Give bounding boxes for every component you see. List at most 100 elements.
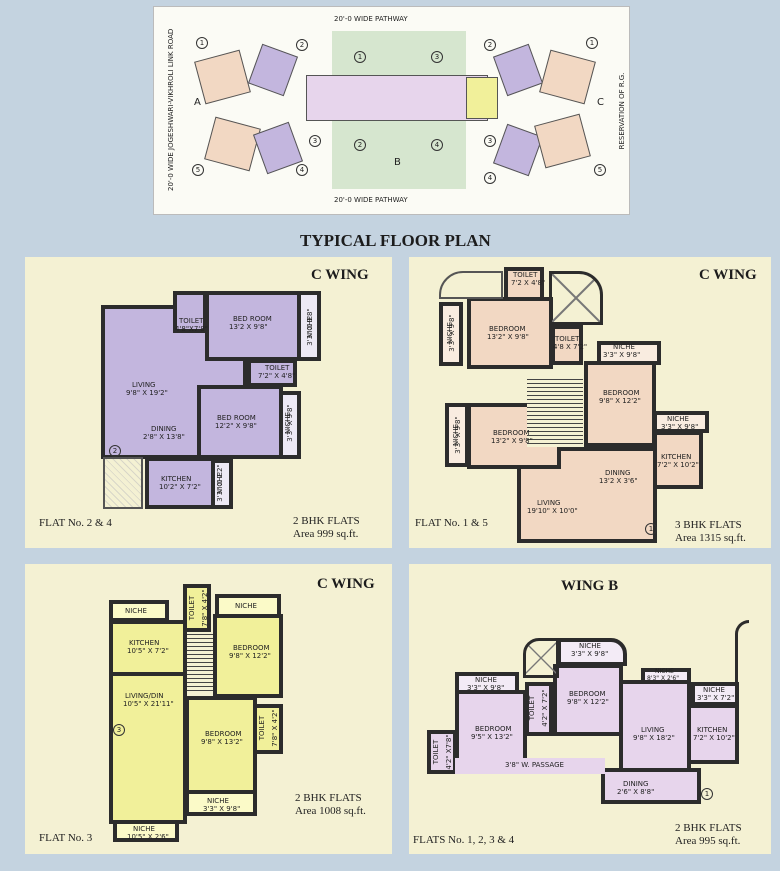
- toilet-room: [253, 704, 283, 754]
- room-name: TOILET: [555, 335, 580, 343]
- flat-number-marker: 3: [309, 135, 321, 147]
- room-size: 3'3" X 9'8": [286, 404, 294, 442]
- toilet-room: [551, 325, 583, 365]
- wing-title: C WING: [317, 576, 375, 592]
- room-size: 10'5" X 7'2": [127, 647, 169, 655]
- room-size: 3'3" X 7'2": [216, 464, 224, 502]
- niche: [113, 820, 179, 842]
- flat-number-marker: 3: [484, 135, 496, 147]
- room-size: 3'3" X 9'8": [467, 684, 505, 692]
- flat-number-marker: 4: [484, 172, 496, 184]
- room-size: 7'2" X 4'8": [258, 372, 296, 380]
- flat-area: Area 999 sq.ft.: [293, 528, 359, 540]
- room-size: 3'3" X 9'8": [448, 314, 456, 352]
- room-name: DINING: [151, 425, 177, 433]
- room-size: 10'5" X 21'11": [123, 700, 174, 708]
- staircase: [187, 632, 213, 694]
- room-size: 12'2" X 9'8": [215, 422, 257, 430]
- room-name: BEDROOM: [205, 730, 242, 738]
- room-size: 9'8" X 18'2": [633, 734, 675, 742]
- flat-number-marker: 1: [196, 37, 208, 49]
- passage: [455, 758, 605, 774]
- wing-title: C WING: [311, 267, 369, 283]
- room-size: 7'2" X 10'2": [693, 734, 735, 742]
- plan-panel-c-wing-2-4: C WING TOILET 4'8"X7'8" BED ROOM 13'2 X …: [25, 257, 392, 548]
- room-name: DINING: [623, 780, 649, 788]
- room-size: 3'3" X 7'2": [697, 694, 735, 702]
- room-name: BEDROOM: [475, 725, 512, 733]
- balcony: [103, 457, 143, 509]
- room-size: 7'2 X 4'8": [511, 279, 546, 287]
- room-name: NICHE: [579, 642, 601, 650]
- wing-c-block: [534, 113, 591, 169]
- room-size: 9'5" X 13'2": [471, 733, 513, 741]
- room-name: LIVING/DIN: [125, 692, 164, 700]
- room-size: 9'8" X 13'2": [201, 738, 243, 746]
- wing-c-block: [492, 43, 544, 97]
- room-size: 7'2" X 10'2": [657, 461, 699, 469]
- room-name: BED ROOM: [217, 414, 256, 422]
- staircase: [527, 377, 583, 447]
- flat-area: Area 995 sq.ft.: [675, 835, 741, 847]
- room-size: 13'2" X 9'8": [491, 437, 533, 445]
- site-plan: 20'-0 WIDE PATHWAY 20'-0 WIDE PATHWAY 20…: [153, 6, 630, 215]
- room-name: NICHE: [125, 607, 147, 615]
- room-size: 3'3" X 9'8": [306, 308, 314, 346]
- room-name: BEDROOM: [493, 429, 530, 437]
- wing-title: C WING: [699, 267, 757, 283]
- flat-number: FLAT No. 2 & 4: [39, 517, 112, 529]
- room-size: 4'2" X 7'2": [541, 689, 549, 727]
- room-size: 8'3" X 2'6": [647, 675, 680, 682]
- room-size: 3'3" X 9'8": [203, 805, 241, 813]
- room-size: 4'2" X7'8": [445, 734, 453, 770]
- toilet-room: [427, 730, 457, 774]
- room-label: TOILET: [528, 695, 536, 721]
- balcony: [523, 638, 559, 678]
- room-size: 13'2" X 9'8": [487, 333, 529, 341]
- room-name: KITCHEN: [697, 726, 728, 734]
- wing-title: WING B: [561, 578, 619, 594]
- flat-number-marker: 1: [586, 37, 598, 49]
- room-name: BEDROOM: [603, 389, 640, 397]
- kitchen: [653, 431, 703, 489]
- room-size: 3'3" X 9'8": [571, 650, 609, 658]
- room-name: BEDROOM: [489, 325, 526, 333]
- flat-type: 2 BHK FLATS: [675, 822, 742, 834]
- flat-number: FLAT No. 1 & 5: [415, 517, 488, 529]
- room-name: NICHE: [475, 676, 497, 684]
- flat-number-marker: 5: [594, 164, 606, 176]
- room-name: NICHE: [703, 686, 725, 694]
- room-name: BEDROOM: [233, 644, 270, 652]
- plan-panel-c-wing-1-5: C WING TOILET 7'2 X 4'8" BEDROOM 13'2" X…: [409, 257, 771, 548]
- niche: [109, 600, 169, 622]
- balcony-rail: [735, 620, 749, 710]
- room-name: NICHE: [207, 797, 229, 805]
- room-size: 2'6" X 8'8": [617, 788, 655, 796]
- room-name: LIVING: [537, 499, 561, 507]
- flat-area: Area 1315 sq.ft.: [675, 532, 746, 544]
- wing-a-label: A: [194, 97, 201, 108]
- room-label: TOILET: [432, 739, 440, 765]
- room-size: 7'8" X 4'2": [201, 589, 209, 627]
- room-size: 13'2 X 3'6": [599, 477, 638, 485]
- wing-b-block: [466, 77, 498, 119]
- right-rg-label: RESERVATION OF R.G.: [618, 72, 626, 150]
- room-name: NICHE: [667, 415, 689, 423]
- niche: [279, 391, 301, 459]
- wing-a-block: [194, 49, 251, 105]
- entrance-marker: 3: [113, 724, 125, 736]
- dining: [601, 768, 701, 804]
- room-name: KITCHEN: [661, 453, 692, 461]
- flat-number-marker: 5: [192, 164, 204, 176]
- entrance-marker: 1: [645, 523, 657, 535]
- room-name: TOILET: [513, 271, 538, 279]
- room-size: 3'3" X 9'8": [603, 351, 641, 359]
- room-name: BEDROOM: [569, 690, 606, 698]
- room-name: NICHE: [133, 825, 155, 833]
- flat-type: 2 BHK FLATS: [293, 515, 360, 527]
- flat-type: 2 BHK FLATS: [295, 792, 362, 804]
- flat-number-marker: 4: [431, 139, 443, 151]
- bottom-pathway-label: 20'-0 WIDE PATHWAY: [334, 196, 408, 204]
- room-size: 9'8" X 12'2": [599, 397, 641, 405]
- flat-number-marker: 2: [354, 139, 366, 151]
